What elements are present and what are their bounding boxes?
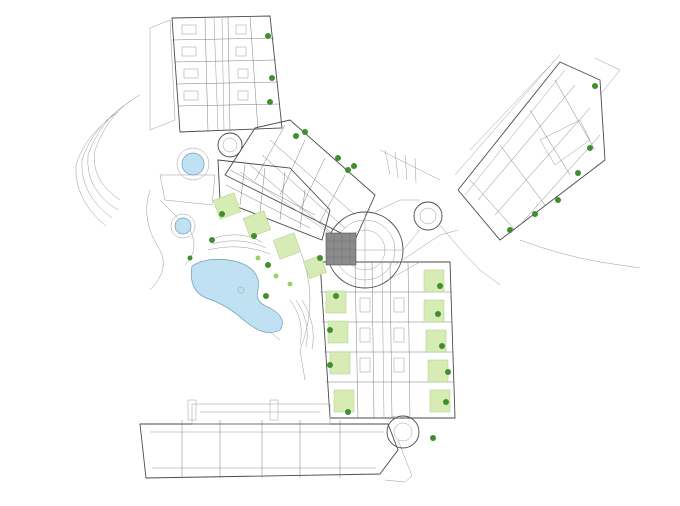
- terrace-steps: [159, 174, 314, 350]
- palm-trees: [187, 33, 598, 441]
- lower-building: [139, 399, 420, 483]
- round-pool-lower: [174, 217, 192, 235]
- round-pool-upper: [181, 152, 205, 176]
- central-plaza: [325, 211, 404, 289]
- pools: [170, 147, 283, 333]
- building-d: [413, 61, 606, 241]
- building-e: [319, 261, 456, 419]
- walkways: [374, 199, 459, 419]
- building-c: [217, 159, 331, 241]
- main-pool: [190, 258, 283, 333]
- building-a: [171, 15, 283, 158]
